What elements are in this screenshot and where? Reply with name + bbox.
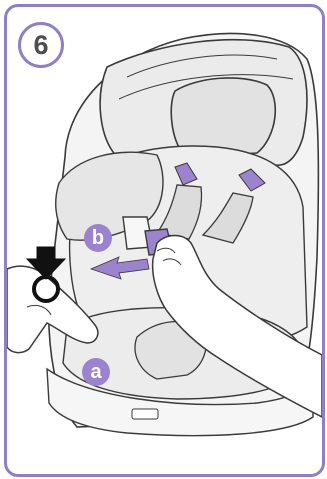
step-number: 6 (33, 30, 48, 61)
callout-b-label: b (92, 228, 104, 248)
callout-a-label: a (90, 362, 101, 382)
callout-a: a (82, 358, 110, 386)
callout-b: b (84, 224, 112, 252)
base-label (132, 409, 158, 419)
headrest-cushion (171, 78, 275, 157)
car-seat-illustration (7, 7, 322, 474)
instruction-panel: 6 (4, 4, 325, 477)
step-number-badge: 6 (18, 22, 64, 68)
